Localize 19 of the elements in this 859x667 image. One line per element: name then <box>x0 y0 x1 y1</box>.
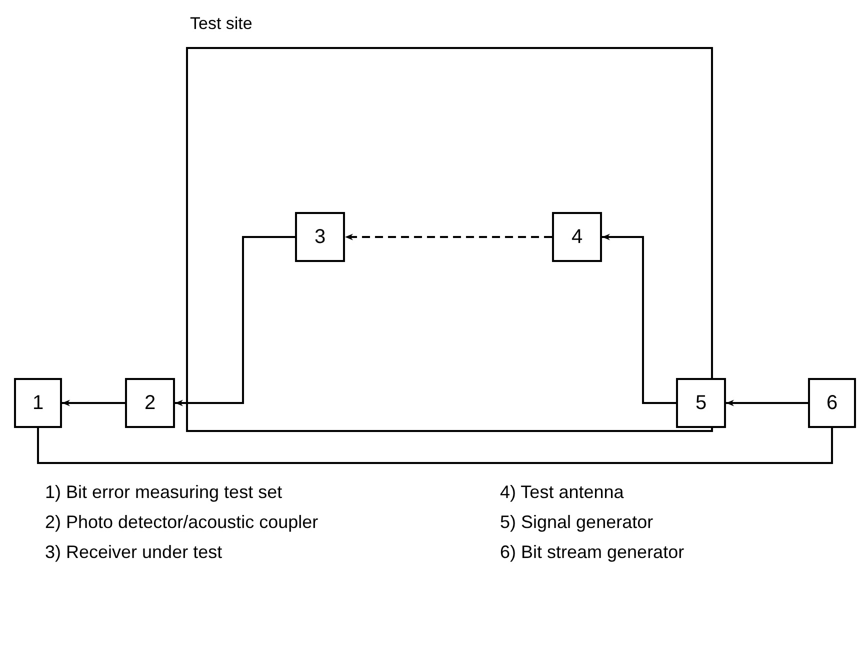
connector <box>37 428 833 464</box>
legend-entry: 4) Test antenna <box>500 482 625 503</box>
legend-entry: 5) Signal generator <box>500 512 654 533</box>
numbered-box: 6 <box>808 378 856 428</box>
connector <box>175 236 295 406</box>
connector <box>62 400 125 406</box>
connector <box>726 400 808 406</box>
numbered-box: 5 <box>676 378 726 428</box>
legend-entry: 3) Receiver under test <box>45 542 224 563</box>
numbered-box: 1 <box>14 378 62 428</box>
legend-entry: 1) Bit error measuring test set <box>45 482 284 503</box>
numbered-box: 2 <box>125 378 175 428</box>
legend-entry: 6) Bit stream generator <box>500 542 684 563</box>
frame-heading: Test site <box>190 13 252 35</box>
dashed-connector <box>345 234 552 240</box>
numbered-box: 3 <box>295 212 345 262</box>
connector <box>602 234 676 404</box>
legend-entry: 2) Photo detector/acoustic coupler <box>45 512 320 533</box>
numbered-box: 4 <box>552 212 602 262</box>
